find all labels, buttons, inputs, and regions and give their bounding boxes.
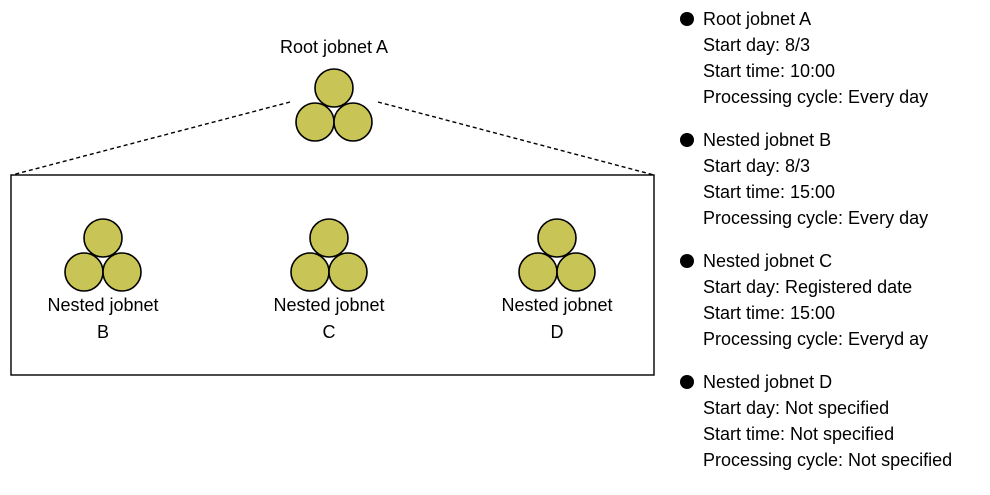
info-processing-cycle: Processing cycle: Every day	[703, 87, 929, 107]
info-start-day: Start day: Not specified	[703, 398, 890, 418]
info-start-time: Start time: 15:00	[703, 182, 836, 202]
info-title: Nested jobnet D	[703, 372, 833, 392]
root-jobnet-icon	[295, 68, 373, 142]
nested-jobnet-b-letter: B	[97, 322, 109, 342]
nested-jobnet-d-label: Nested jobnet	[501, 295, 612, 315]
info-start-day: Start day: Registered date	[703, 277, 913, 297]
nested-jobnet-c-letter: C	[323, 322, 336, 342]
info-title: Nested jobnet C	[703, 251, 833, 271]
nested-jobnet-b-label: Nested jobnet	[47, 295, 158, 315]
bullet-icon	[680, 12, 694, 26]
nested-jobnet-c-label: Nested jobnet	[273, 295, 384, 315]
info-processing-cycle: Processing cycle: Not specified	[703, 450, 953, 470]
info-block-nested-b: Nested jobnet B Start day: 8/3 Start tim…	[680, 127, 985, 231]
projection-line-right	[377, 101, 655, 176]
bullet-icon	[680, 133, 694, 147]
info-processing-cycle: Processing cycle: Every day	[703, 208, 929, 228]
nested-jobnet-d-letter: D	[551, 322, 564, 342]
info-start-day: Start day: 8/3	[703, 156, 811, 176]
info-title: Root jobnet A	[703, 9, 812, 29]
info-start-day: Start day: 8/3	[703, 35, 811, 55]
info-block-nested-d: Nested jobnet D Start day: Not specified…	[680, 369, 985, 473]
projection-line-left	[11, 101, 291, 176]
schedule-info-list: Root jobnet A Start day: 8/3 Start time:…	[680, 6, 985, 490]
nested-jobnets-box	[10, 174, 655, 376]
info-start-time: Start time: 15:00	[703, 303, 836, 323]
bullet-icon	[680, 375, 694, 389]
info-start-time: Start time: 10:00	[703, 61, 836, 81]
nested-jobnet-b-icon	[64, 218, 142, 292]
info-title: Nested jobnet B	[703, 130, 832, 150]
info-block-root-a: Root jobnet A Start day: 8/3 Start time:…	[680, 6, 985, 110]
info-block-nested-c: Nested jobnet C Start day: Registered da…	[680, 248, 985, 352]
nested-jobnet-c-icon	[290, 218, 368, 292]
bullet-icon	[680, 254, 694, 268]
nested-jobnet-d-icon	[518, 218, 596, 292]
root-jobnet-label: Root jobnet A	[280, 37, 388, 57]
info-processing-cycle: Processing cycle: Everyd ay	[703, 329, 929, 349]
info-start-time: Start time: Not specified	[703, 424, 895, 444]
